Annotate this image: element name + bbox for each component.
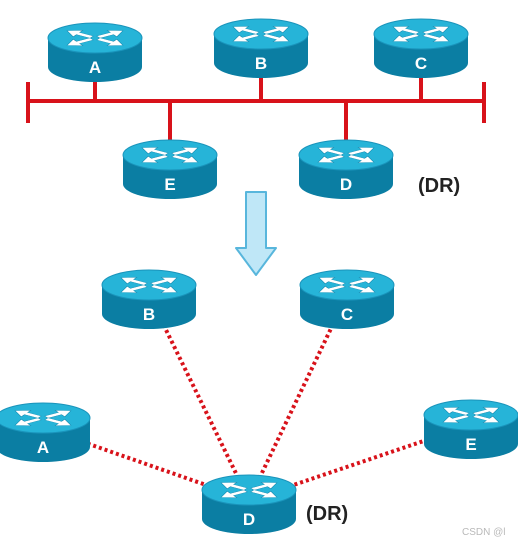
dr-label-top: (DR)	[418, 175, 460, 197]
routers: A B C E D B C A E D	[0, 18, 518, 534]
router-top-c: C	[373, 18, 469, 78]
router-top-d: D	[298, 139, 394, 199]
down-arrow-icon	[235, 191, 277, 276]
router-bottom-c: C	[299, 269, 395, 329]
router-top-a-label: A	[89, 58, 101, 77]
router-top-a: A	[47, 22, 143, 82]
router-bottom-a-label: A	[37, 438, 49, 457]
router-bottom-d-label: D	[243, 510, 255, 529]
down-arrow-shape	[235, 191, 277, 276]
router-bottom-c-label: C	[341, 305, 353, 324]
watermark: CSDN @l	[462, 527, 506, 538]
router-bottom-e-label: E	[465, 435, 476, 454]
adjacency-links	[42, 294, 472, 502]
router-bottom-a: A	[0, 402, 91, 462]
adjacency-line-d-c	[247, 294, 349, 501]
router-top-b: B	[213, 18, 309, 78]
router-top-e-label: E	[164, 175, 175, 194]
adjacency-line-d-b	[147, 294, 251, 501]
router-top-b-label: B	[255, 54, 267, 73]
router-bottom-e: E	[423, 399, 518, 459]
router-top-d-label: D	[340, 175, 352, 194]
router-bottom-b: B	[101, 269, 197, 329]
dr-label-bottom: (DR)	[306, 503, 348, 525]
router-top-c-label: C	[415, 54, 427, 73]
router-bottom-b-label: B	[143, 305, 155, 324]
router-top-e: E	[122, 139, 218, 199]
router-bottom-d: D	[201, 474, 297, 534]
